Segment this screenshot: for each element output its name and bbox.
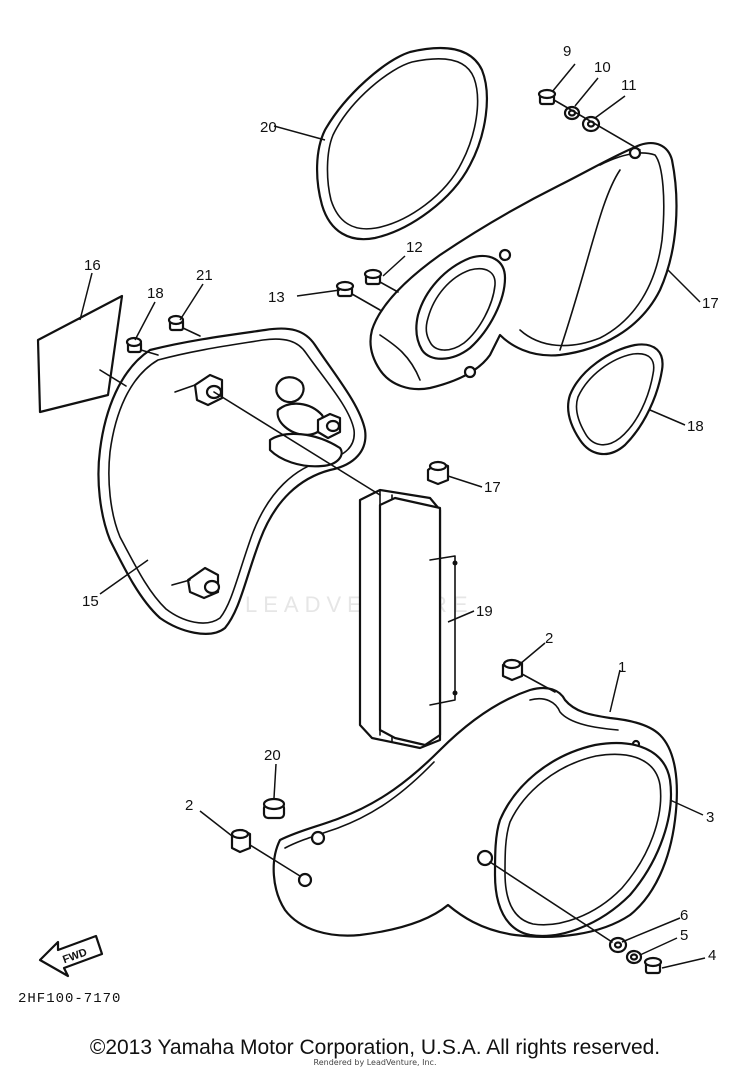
label-10: 9 [563,43,571,60]
hardware-2-upper [501,658,556,693]
part-9-gasket [315,46,488,241]
part-8-gasket [566,343,664,456]
hardware-18-21 [125,314,201,356]
label-2-lower: 2 [185,797,193,814]
hardware-17 [426,460,450,486]
label-19: 19 [476,603,493,620]
hardware-10-11-12 [537,88,641,151]
label-15: 15 [82,593,99,610]
label-3: 3 [706,809,714,826]
label-5: 5 [680,927,688,944]
label-14: 13 [268,289,285,306]
label-13: 12 [406,239,423,256]
rendered-by-text: Rendered by LeadVenture, Inc. [313,1058,437,1067]
hardware-4-5-6 [489,861,663,975]
copyright-notice: ©2013 Yamaha Motor Corporation, U.S.A. A… [89,1036,661,1059]
label-6: 6 [680,907,688,924]
part-7-cover [369,142,678,391]
label-11: 10 [594,59,611,76]
label-18: 18 [147,285,164,302]
label-20: 20 [264,747,281,764]
leader-lines [79,63,706,969]
drawing-code: 2HF100-7170 [18,991,121,1007]
label-16: 16 [84,257,101,274]
hardware-13-14 [335,268,399,311]
label-1: 1 [618,659,626,676]
part-15-side-cover [97,327,367,635]
label-4: 4 [708,947,716,964]
label-2-upper: 2 [545,630,553,647]
fwd-arrow-icon: FWD [38,934,104,978]
label-12: 11 [621,77,637,94]
label-17: 17 [484,479,501,496]
part-3-gasket [493,741,672,937]
label-9: 20 [260,119,277,136]
part-19-bracket [358,488,458,750]
assembly-line-16 [99,369,127,387]
assembly-line-15-19 [213,391,381,496]
label-8: 18 [687,418,704,435]
part-16-sheet [36,294,124,414]
label-7: 17 [702,295,719,312]
label-21: 21 [196,267,213,284]
hardware-20-2-lower [230,797,301,877]
